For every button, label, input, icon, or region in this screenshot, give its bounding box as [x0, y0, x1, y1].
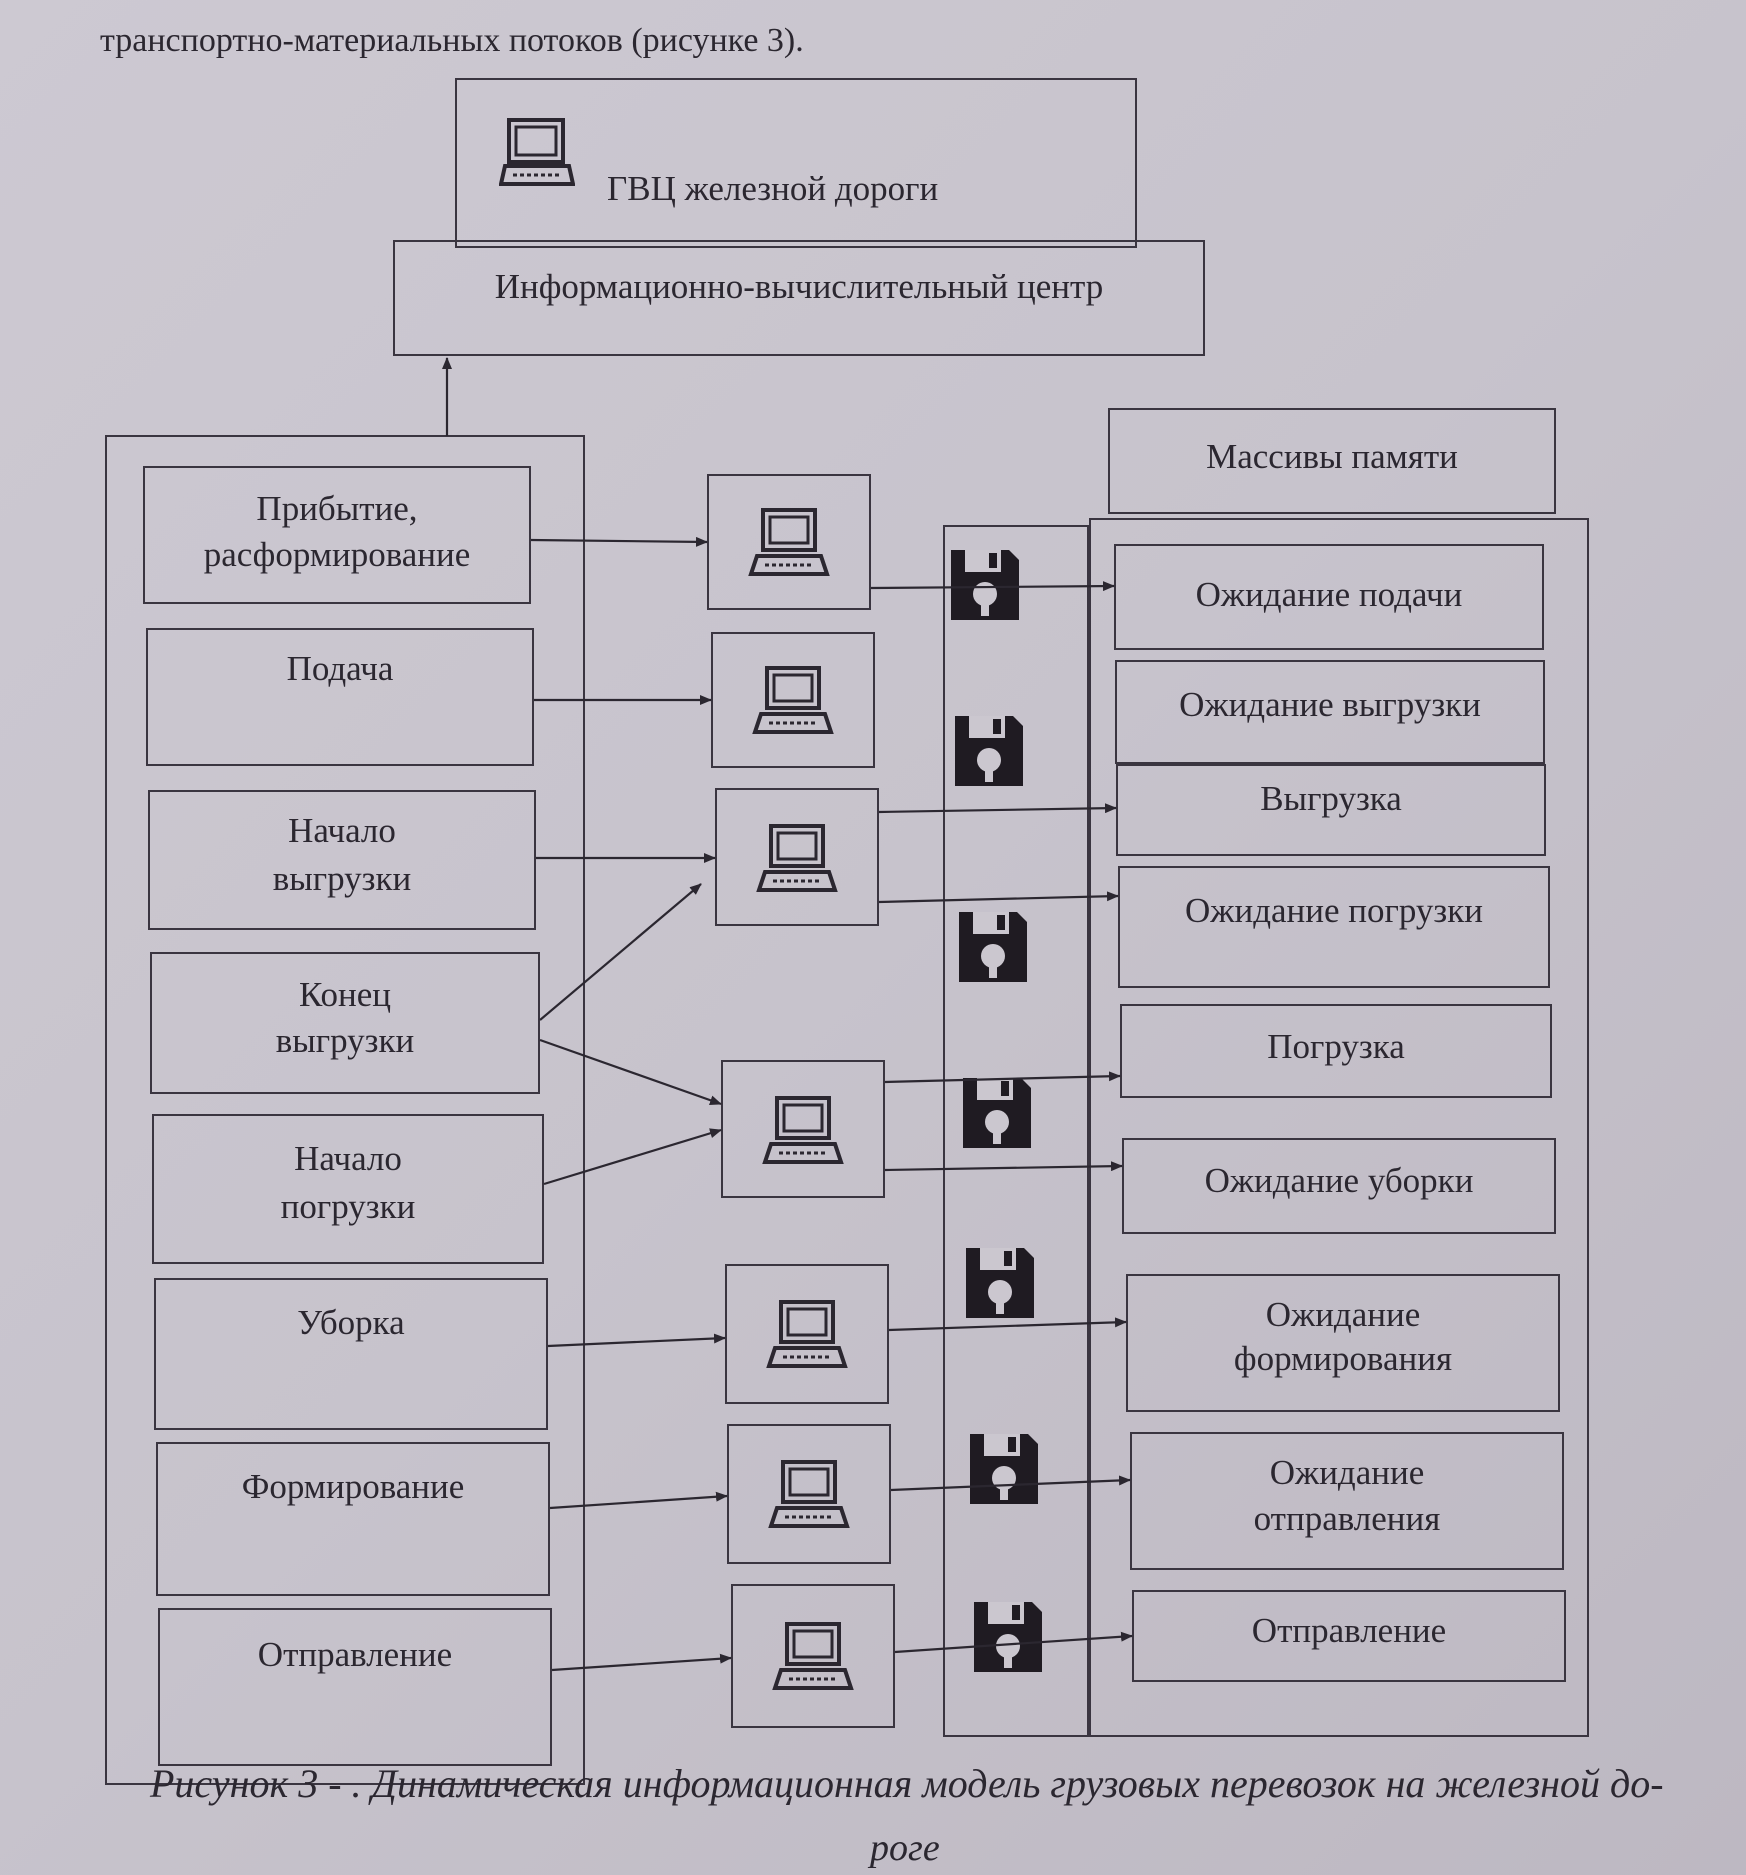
figure-caption: Рисунок 3 - . Динамическая информационна… [150, 1761, 1664, 1806]
memory-item-label: Ожидание подачи [1195, 575, 1463, 614]
workstation-box [707, 474, 871, 610]
event-label: Формирование [241, 1467, 465, 1506]
figure-caption-continuation: роге [870, 1827, 940, 1869]
computer-icon [745, 504, 837, 584]
memory-item-label: Отправление [1251, 1611, 1447, 1650]
memory-item-label: формирования [1233, 1339, 1453, 1378]
event-label: Отправление [257, 1635, 453, 1674]
workstation-box [727, 1424, 891, 1564]
event-box: Конец выгрузки [150, 952, 540, 1094]
info-computing-center-box: Информационно-вычислительный центр [393, 240, 1205, 356]
event-label: Начало [288, 811, 396, 850]
memory-item-label: Ожидание выгрузки [1179, 685, 1481, 724]
floppy-disk-icon [963, 1078, 1031, 1148]
arrow-link [549, 1491, 728, 1510]
workstation-box [711, 632, 875, 768]
computer-icon [498, 114, 576, 195]
floppy-disk-icon [959, 912, 1027, 982]
memory-item-box: Ожидание выгрузки [1115, 660, 1545, 764]
arrow-link [894, 1631, 1133, 1654]
main-computing-center-label: ГВЦ железной дороги [607, 169, 939, 208]
event-box: Начало погрузки [152, 1114, 544, 1264]
arrow-link [878, 891, 1119, 904]
event-box: Прибытие, расформирование [143, 466, 531, 604]
workstation-box [731, 1584, 895, 1728]
storage-column-frame [943, 525, 1089, 1737]
arrow-link [551, 1653, 732, 1672]
arrow-link [888, 1317, 1127, 1332]
computer-icon [753, 820, 845, 900]
events-frame [105, 435, 585, 1785]
computer-icon [749, 662, 841, 742]
computer-icon [759, 1092, 851, 1172]
event-box: Отправление [158, 1608, 552, 1766]
event-label: Прибытие, [256, 489, 418, 528]
memory-item-label: Выгрузка [1260, 779, 1402, 818]
memory-item-box: Ожидание формирования [1126, 1274, 1560, 1412]
memory-item-label: отправления [1253, 1499, 1441, 1538]
memory-item-box: Ожидание уборки [1122, 1138, 1556, 1234]
computer-icon [765, 1456, 857, 1536]
event-label: Начало [294, 1139, 402, 1178]
memory-item-box: Ожидание отправления [1130, 1432, 1564, 1570]
floppy-disk-icon [966, 1248, 1034, 1318]
arrow-link [539, 883, 702, 1021]
arrow-link [543, 1128, 722, 1186]
workstation-box [725, 1264, 889, 1404]
memory-item-box: Ожидание подачи [1114, 544, 1544, 650]
workstation-box [715, 788, 879, 926]
event-box: Уборка [154, 1278, 548, 1430]
event-label: Подача [286, 649, 394, 688]
event-box: Формирование [156, 1442, 550, 1596]
memory-item-label: Ожидание [1265, 1295, 1421, 1334]
memory-item-box: Выгрузка [1116, 764, 1546, 856]
event-box: Начало выгрузки [148, 790, 536, 930]
arrow-link [884, 1161, 1123, 1172]
memory-item-box: Погрузка [1120, 1004, 1552, 1098]
intro-text: транспортно-материальных потоков (рисунк… [100, 22, 804, 59]
memory-item-label: Ожидание погрузки [1185, 891, 1483, 930]
event-label: Конец [298, 975, 392, 1014]
event-label: выгрузки [272, 859, 412, 898]
memory-arrays-box: Массивы памяти [1108, 408, 1556, 514]
event-label: выгрузки [275, 1021, 415, 1060]
arrow-link [884, 1071, 1121, 1084]
memory-frame [1089, 518, 1589, 1737]
arrow-link [870, 581, 1115, 592]
computer-icon [769, 1618, 861, 1698]
floppy-disk-icon [955, 716, 1023, 786]
memory-item-box: Ожидание погрузки [1118, 866, 1550, 988]
arrow-link [890, 1475, 1131, 1492]
arrow-link [530, 536, 708, 547]
memory-item-label: Ожидание уборки [1204, 1161, 1474, 1200]
event-label: расформирование [203, 535, 471, 574]
arrow-link [878, 803, 1117, 814]
event-box: Подача [146, 628, 534, 766]
memory-item-label: Ожидание [1269, 1453, 1425, 1492]
arrow-link [547, 1333, 726, 1348]
memory-arrays-label: Массивы памяти [1206, 437, 1458, 476]
memory-item-label: Погрузка [1267, 1027, 1405, 1066]
event-label: погрузки [280, 1187, 416, 1226]
workstation-box [721, 1060, 885, 1198]
main-computing-center-box: ГВЦ железной дороги [455, 78, 1137, 248]
memory-item-box: Отправление [1132, 1590, 1566, 1682]
computer-icon [763, 1296, 855, 1376]
event-label: Уборка [297, 1303, 405, 1342]
floppy-disk-icon [974, 1602, 1042, 1672]
info-computing-center-label: Информационно-вычислительный центр [494, 267, 1104, 306]
arrow-link [539, 1038, 722, 1106]
